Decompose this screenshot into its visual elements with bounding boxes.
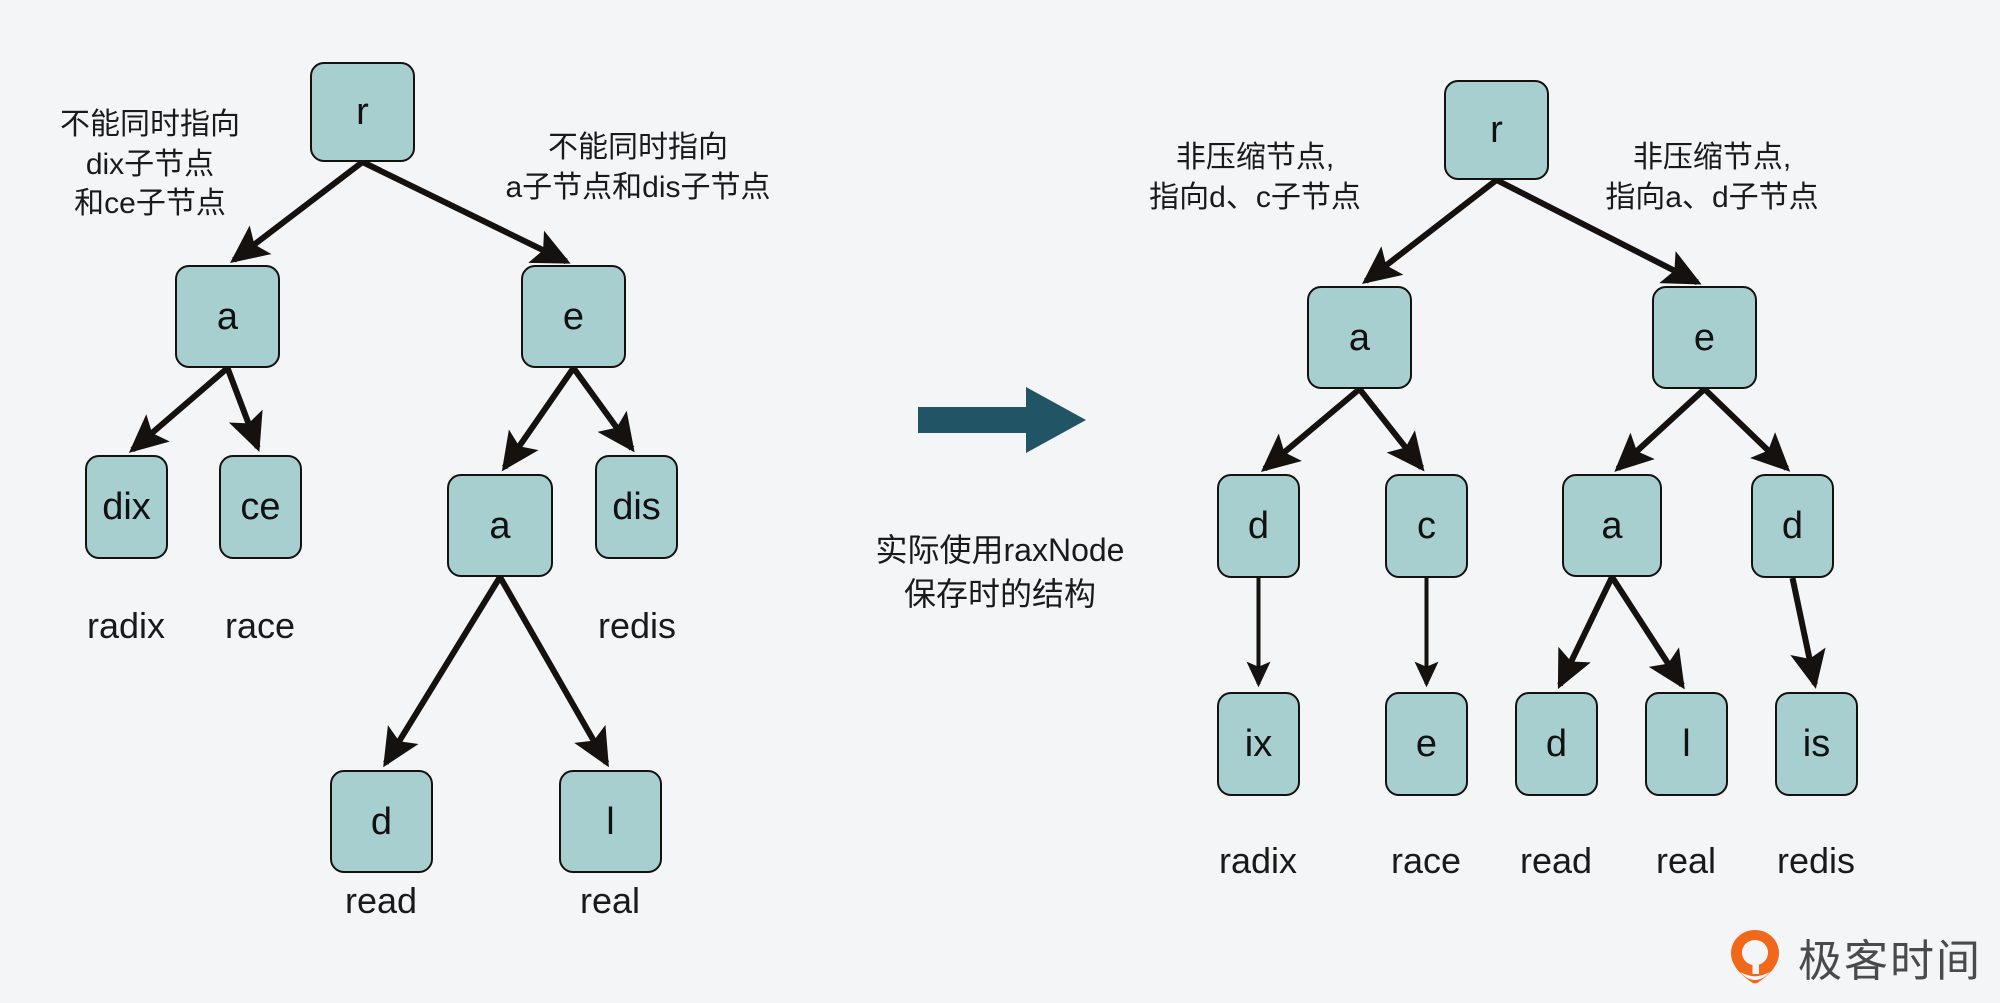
tree-node-l-root: r bbox=[310, 62, 415, 162]
tree-node-l-ce: ce bbox=[219, 455, 302, 559]
tree-node-r-is: is bbox=[1775, 692, 1858, 796]
annotation-l-annot-right: 不能同时指向 a子节点和dis子节点 bbox=[505, 128, 770, 207]
word-label-race: race bbox=[1390, 840, 1462, 881]
edge-r-d2-to-r-is bbox=[1789, 577, 1826, 689]
edge-l-a-to-l-dix bbox=[128, 365, 230, 453]
annotation-line: 不能同时指向 bbox=[60, 108, 240, 141]
tree-node-l-a2: a bbox=[447, 474, 553, 577]
annotation-line: 指向d、c子节点 bbox=[1149, 180, 1361, 214]
annotation-line: 指向a、d子节点 bbox=[1605, 180, 1819, 214]
edge-l-e-to-l-dis bbox=[571, 366, 635, 453]
transition-caption: 实际使用raxNode 保存时的结构 bbox=[876, 528, 1125, 616]
annotation-line: a子节点和dis子节点 bbox=[505, 170, 771, 204]
word-label-read: read bbox=[1519, 840, 1593, 881]
edge-r-e-to-r-a2 bbox=[1614, 386, 1707, 472]
tree-node-r-ix: ix bbox=[1217, 692, 1300, 796]
edge-l-root-to-l-a bbox=[230, 159, 365, 264]
tree-node-r-root: r bbox=[1444, 80, 1549, 180]
word-label-read: read bbox=[344, 880, 418, 921]
edge-r-root-to-r-a bbox=[1362, 177, 1499, 285]
tree-node-r-l: l bbox=[1645, 692, 1728, 796]
tree-node-l-d: d bbox=[330, 770, 433, 873]
annotation-line: 不能同时指向 bbox=[547, 131, 728, 164]
annotation-l-annot-left: 不能同时指向 dix子节点和ce子节点 bbox=[60, 105, 240, 224]
tree-node-l-a: a bbox=[175, 265, 280, 368]
word-label-radix: radix bbox=[86, 605, 166, 646]
brand-text: 极客时间 bbox=[1798, 936, 1982, 987]
tree-node-r-d2: d bbox=[1751, 474, 1834, 578]
annotation-line: 非压缩节点, bbox=[1175, 141, 1335, 174]
edge-r-a2-to-r-l bbox=[1609, 575, 1685, 690]
word-label-race: race bbox=[224, 605, 296, 646]
tree-node-r-a2: a bbox=[1562, 474, 1662, 577]
edge-r-a-to-r-d1 bbox=[1260, 386, 1362, 472]
tree-node-r-d3: d bbox=[1515, 692, 1598, 796]
brand-watermark: 极客时间 bbox=[1726, 925, 1982, 989]
annotation-line: 和ce子节点 bbox=[74, 187, 226, 221]
tree-node-r-e: e bbox=[1652, 286, 1757, 389]
tree-node-l-e: e bbox=[521, 265, 626, 368]
tree-node-r-e2: e bbox=[1385, 692, 1468, 796]
word-label-real: real bbox=[1655, 840, 1717, 881]
tree-node-l-dis: dis bbox=[595, 455, 678, 559]
word-label-redis: redis bbox=[597, 605, 677, 646]
tree-node-l-l: l bbox=[559, 770, 662, 873]
edge-r-a-to-r-c bbox=[1357, 387, 1425, 472]
right-arrow-icon bbox=[918, 387, 1086, 453]
annotation-line: dix子节点 bbox=[85, 147, 215, 181]
geekbang-logo-icon bbox=[1731, 930, 1779, 984]
edge-r-a2-to-r-d3 bbox=[1557, 575, 1615, 690]
tree-node-r-d1: d bbox=[1217, 474, 1300, 578]
word-label-radix: radix bbox=[1218, 840, 1298, 881]
tree-node-r-a: a bbox=[1307, 286, 1412, 389]
word-label-real: real bbox=[579, 880, 641, 921]
tree-node-r-c: c bbox=[1385, 474, 1468, 578]
edge-l-a-to-l-ce bbox=[224, 366, 263, 453]
tree-edges bbox=[128, 159, 1826, 768]
annotation-line: 非压缩节点, bbox=[1632, 141, 1792, 174]
edge-l-e-to-l-a2 bbox=[501, 366, 576, 472]
annotation-r-annot-left: 非压缩节点, 指向d、c子节点 bbox=[1149, 138, 1361, 217]
edge-r-e-to-r-d2 bbox=[1702, 386, 1791, 472]
transition-caption-line: 保存时的结构 bbox=[903, 576, 1096, 613]
edge-l-a2-to-l-d bbox=[383, 575, 503, 768]
transition-caption-line: 实际使用raxNode bbox=[875, 532, 1125, 568]
annotation-r-annot-right: 非压缩节点, 指向a、d子节点 bbox=[1605, 138, 1818, 217]
word-label-redis: redis bbox=[1776, 840, 1856, 881]
edge-l-a2-to-l-l bbox=[497, 575, 610, 768]
tree-node-l-dix: dix bbox=[85, 455, 168, 559]
